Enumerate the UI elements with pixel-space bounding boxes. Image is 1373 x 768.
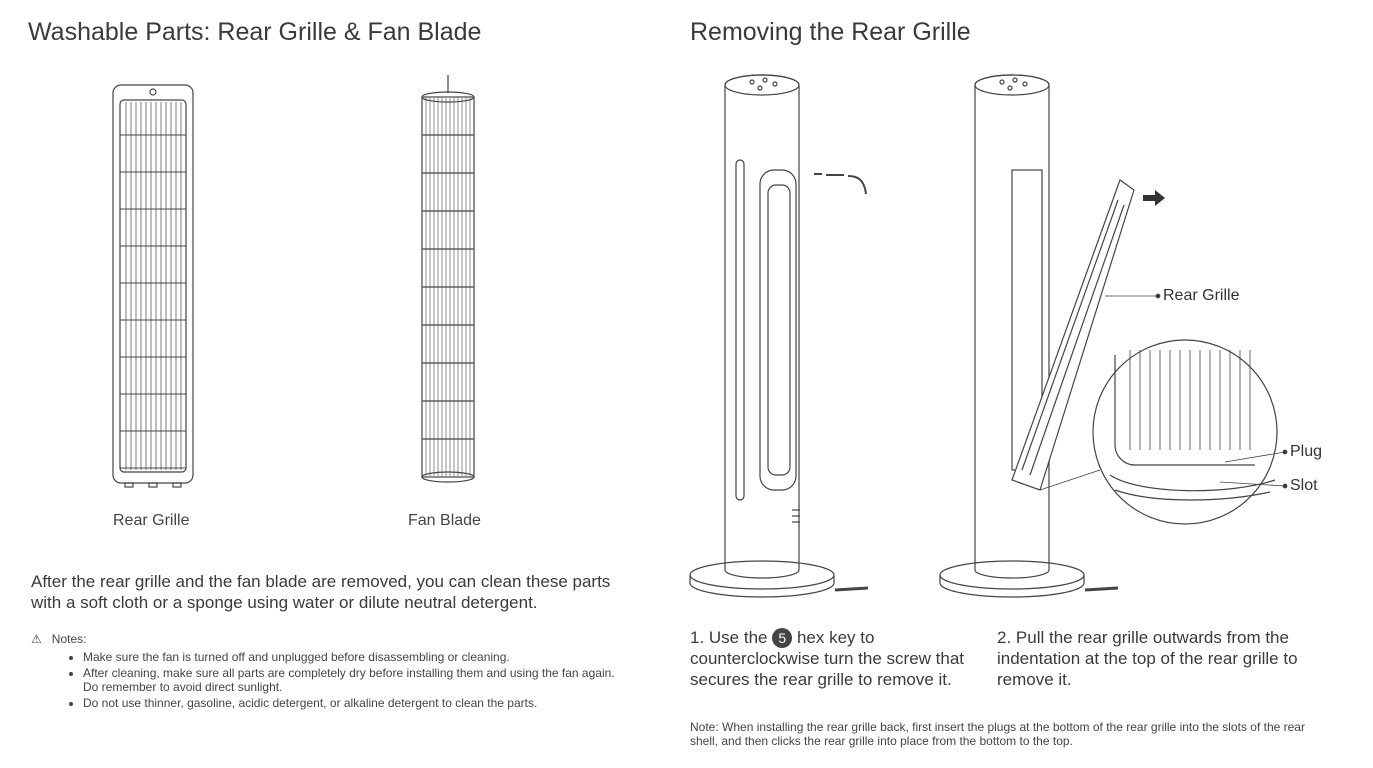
warning-icon: ⚠ <box>31 632 42 646</box>
step-1: 1. Use the 5 hex key to counterclockwise… <box>690 627 970 690</box>
rear-grille-illustration <box>112 84 194 488</box>
label-plug: Plug <box>1290 443 1323 460</box>
tower-fan-step1-illustration <box>689 74 869 598</box>
install-note: Note: When installing the rear grille ba… <box>690 720 1305 748</box>
plug-slot-detail-zoom <box>1039 339 1278 525</box>
label-slot: Slot <box>1290 477 1318 494</box>
notes-section: ⚠ Notes: Make sure the fan is turned off… <box>31 632 631 712</box>
right-section-title: Removing the Rear Grille <box>690 18 971 46</box>
note-item: After cleaning, make sure all parts are … <box>83 666 631 694</box>
note-item: Do not use thinner, gasoline, acidic det… <box>83 696 631 710</box>
caption-fan-blade: Fan Blade <box>408 512 481 529</box>
fan-blade-illustration <box>421 75 475 483</box>
tower-fan-step2-illustration <box>939 74 1165 598</box>
notes-label: Notes: <box>51 632 87 646</box>
step-2: 2. Pull the rear grille outwards from th… <box>997 628 1298 689</box>
left-section-title: Washable Parts: Rear Grille & Fan Blade <box>28 18 482 46</box>
note-item: Make sure the fan is turned off and unpl… <box>83 650 631 664</box>
caption-rear-grille: Rear Grille <box>113 512 190 529</box>
hex-size-badge: 5 <box>772 628 793 648</box>
step-1-text: 1. Use the <box>690 628 773 647</box>
label-rear-grille: Rear Grille <box>1163 287 1240 304</box>
illustrations <box>112 74 1288 598</box>
step-1-text-cont: hex key to counterclockwise turn the scr… <box>690 628 965 689</box>
cleaning-paragraph: After the rear grille and the fan blade … <box>31 572 611 612</box>
